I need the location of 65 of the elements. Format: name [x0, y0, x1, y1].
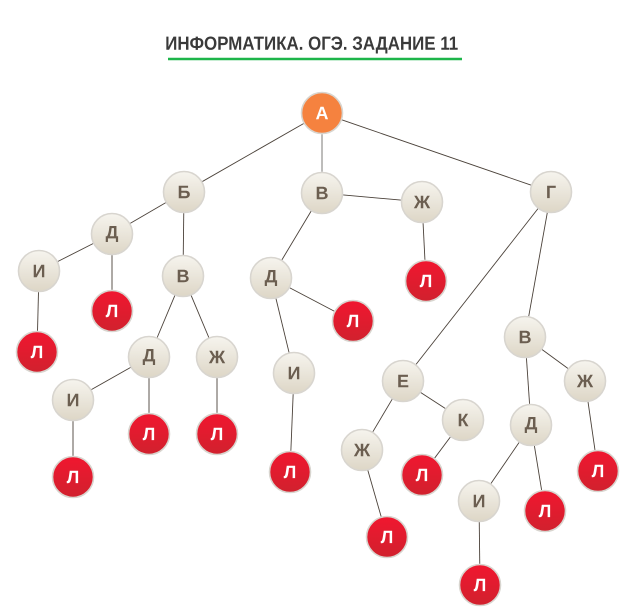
- connector-line: [367, 470, 382, 517]
- circle-node: Л: [332, 300, 374, 342]
- connector-line: [490, 442, 520, 484]
- connector-line: [190, 295, 210, 338]
- circle-node: Ж: [196, 336, 238, 378]
- connector-line: [216, 378, 218, 414]
- circle-node: В: [300, 172, 344, 214]
- circle-node: Л: [16, 330, 58, 374]
- connector-line: [526, 358, 530, 404]
- connector-line: [534, 446, 542, 490]
- connector-line: [434, 436, 451, 458]
- connector-line: [37, 292, 39, 332]
- connector-line: [91, 367, 131, 390]
- circle-node: Ж: [564, 360, 606, 402]
- circle-node: И: [52, 378, 94, 422]
- connector-line: [182, 212, 184, 256]
- connector-line: [528, 212, 548, 316]
- circle-node: И: [458, 480, 500, 522]
- circle-node: И: [272, 352, 316, 394]
- circle-node: И: [18, 250, 60, 292]
- connector-line: [148, 378, 150, 414]
- circle-node: Ж: [400, 180, 444, 224]
- circle-node: Д: [90, 212, 134, 256]
- connector-line: [130, 202, 166, 224]
- circle-node: А: [300, 92, 344, 134]
- connector-line: [372, 398, 393, 432]
- connector-line: [321, 134, 323, 172]
- circle-node: Л: [404, 260, 448, 302]
- circle-node: Л: [128, 412, 170, 456]
- connector-line: [542, 349, 568, 369]
- circle-node: Л: [458, 564, 502, 606]
- circle-node: Д: [510, 404, 552, 446]
- circle-node: Л: [524, 490, 566, 532]
- circle-node: Л: [196, 412, 238, 456]
- connector-line: [422, 222, 426, 260]
- connector-line: [416, 208, 538, 365]
- circle-node: Л: [52, 456, 94, 498]
- connector-line: [342, 120, 532, 186]
- circle-node: Ж: [340, 428, 384, 472]
- connector-line: [58, 243, 94, 262]
- connector-line: [478, 522, 480, 564]
- circle-node: Л: [90, 290, 134, 332]
- connector-line: [342, 194, 402, 201]
- connector-line: [289, 287, 335, 312]
- circle-node: К: [442, 398, 484, 442]
- circle-node: В: [504, 316, 546, 358]
- circle-node: Д: [250, 256, 292, 300]
- circle-node: Г: [530, 170, 572, 214]
- connector-line: [420, 392, 446, 409]
- circle-node: Л: [400, 454, 444, 496]
- title: ИНФОРМАТИКА. ОГЭ. ЗАДАНИЕ 11: [166, 36, 458, 54]
- circle-node: Л: [576, 450, 620, 492]
- circle-node: Л: [268, 450, 312, 494]
- connector-line: [276, 298, 290, 353]
- connector-line: [202, 123, 304, 182]
- connector-line: [282, 210, 312, 260]
- connector-line: [588, 402, 596, 450]
- connector-line: [156, 295, 176, 338]
- circle-node: Д: [128, 336, 170, 378]
- circle-node: Б: [162, 170, 206, 214]
- circle-node: Л: [366, 516, 408, 558]
- circle-node: В: [162, 254, 204, 298]
- connector-line: [290, 394, 294, 452]
- circle-node: Е: [382, 360, 424, 402]
- connector-line: [72, 420, 74, 456]
